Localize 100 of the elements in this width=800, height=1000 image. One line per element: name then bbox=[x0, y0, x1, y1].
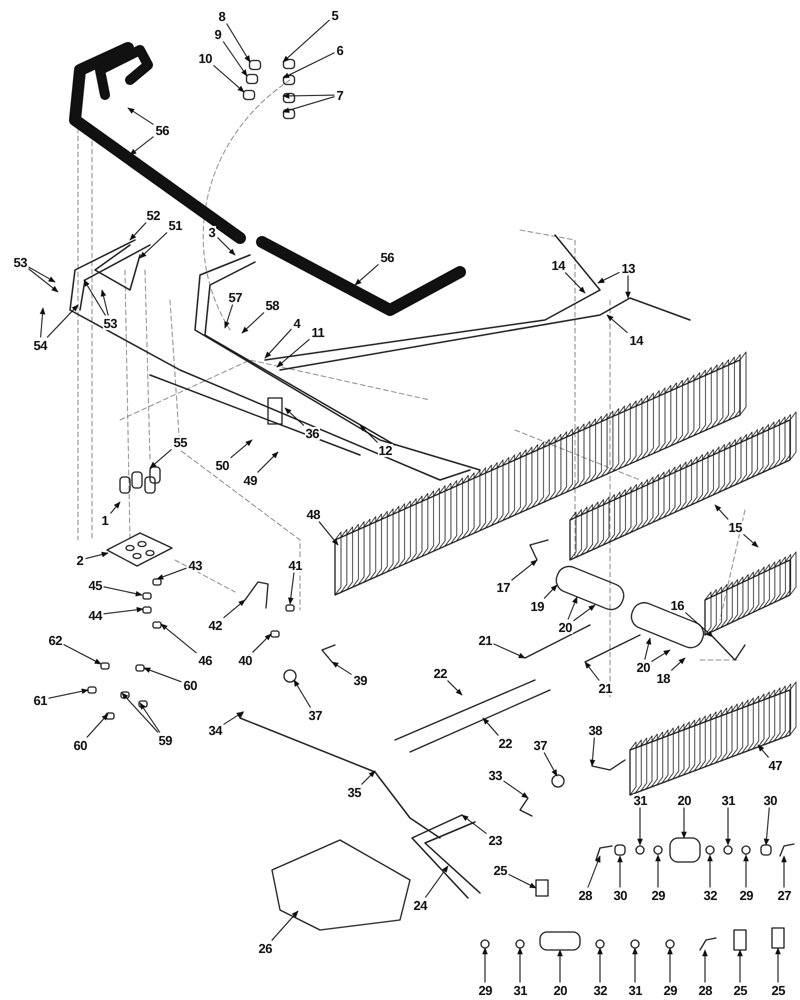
callout-number: 30 bbox=[612, 888, 628, 902]
leader-line bbox=[46, 304, 78, 338]
callout-number: 2 bbox=[76, 554, 84, 566]
callout-number: 37 bbox=[308, 708, 323, 722]
leader-line bbox=[354, 264, 379, 286]
callout-number: 53 bbox=[102, 316, 118, 330]
leader-line bbox=[644, 637, 652, 660]
callout-number: 14 bbox=[550, 258, 566, 272]
leader-line bbox=[103, 607, 144, 614]
callout-number: 29 bbox=[662, 984, 678, 996]
callout-number: 58 bbox=[264, 298, 280, 312]
callout-number: 25 bbox=[732, 984, 748, 996]
leader-line bbox=[224, 304, 234, 329]
callout-number: 46 bbox=[198, 654, 213, 666]
callout-number: 20 bbox=[636, 660, 651, 674]
callout-number: 25 bbox=[492, 864, 508, 876]
leader-line bbox=[684, 612, 714, 638]
leader-line bbox=[424, 865, 448, 898]
leader-line bbox=[63, 644, 102, 664]
leader-line bbox=[276, 338, 310, 368]
leader-line bbox=[252, 634, 272, 653]
leader-line bbox=[84, 279, 106, 316]
leader-line bbox=[461, 814, 487, 834]
callout-number: 19 bbox=[530, 600, 545, 612]
callout-number: 42 bbox=[208, 618, 223, 632]
leader-line bbox=[482, 947, 488, 983]
leader-line bbox=[544, 584, 558, 599]
leader-line bbox=[360, 424, 378, 443]
callout-number: 14 bbox=[628, 334, 644, 346]
leader-line bbox=[48, 688, 89, 699]
leader-line bbox=[587, 855, 600, 888]
leader-line bbox=[617, 855, 623, 888]
leader-line bbox=[702, 949, 708, 983]
callout-number: 40 bbox=[238, 654, 253, 666]
leader-line bbox=[129, 136, 154, 156]
leader-line bbox=[517, 947, 523, 983]
leader-line bbox=[590, 737, 596, 767]
leader-line bbox=[707, 854, 713, 888]
callout-number: 55 bbox=[172, 436, 188, 448]
leader-line bbox=[447, 680, 462, 696]
leader-line bbox=[781, 855, 787, 888]
callout-number: 53 bbox=[12, 256, 28, 268]
callout-number: 24 bbox=[412, 898, 428, 912]
leader-line bbox=[655, 854, 661, 888]
callout-number: 28 bbox=[698, 984, 713, 996]
leader-line bbox=[282, 52, 335, 78]
callout-number: 21 bbox=[598, 682, 613, 694]
leader-line bbox=[606, 314, 628, 334]
callout-number: 29 bbox=[650, 888, 666, 902]
leader-line bbox=[482, 717, 499, 736]
leader-line bbox=[282, 20, 330, 62]
leader-line bbox=[222, 41, 248, 77]
leader-line bbox=[282, 93, 335, 99]
leader-line bbox=[632, 947, 638, 983]
callout-number: 59 bbox=[158, 734, 173, 746]
leader-line bbox=[584, 661, 600, 681]
leader-line bbox=[651, 650, 671, 662]
leader-line bbox=[511, 560, 538, 581]
callout-number: 7 bbox=[336, 88, 344, 102]
leader-line bbox=[86, 713, 108, 738]
leader-line bbox=[557, 949, 563, 983]
leader-line bbox=[40, 307, 46, 338]
leader-line bbox=[257, 452, 278, 473]
callout-number: 28 bbox=[578, 888, 593, 902]
callout-number: 51 bbox=[168, 218, 183, 232]
leader-line bbox=[714, 504, 729, 520]
leader-line bbox=[331, 662, 352, 675]
leader-line bbox=[597, 272, 620, 284]
leader-line bbox=[130, 222, 147, 241]
callout-number: 30 bbox=[762, 794, 778, 806]
callout-number: 50 bbox=[214, 458, 230, 472]
callout-number: 49 bbox=[242, 474, 258, 486]
leader-line bbox=[156, 568, 187, 580]
callout-number: 29 bbox=[478, 984, 493, 996]
callout-number: 12 bbox=[378, 444, 393, 456]
leader-line bbox=[568, 596, 578, 620]
callout-number: 5 bbox=[330, 8, 340, 22]
callout-number: 54 bbox=[32, 338, 48, 352]
callout-number: 16 bbox=[670, 598, 685, 612]
leader-line bbox=[737, 949, 743, 983]
leader-line bbox=[28, 268, 59, 292]
leader-line bbox=[667, 947, 673, 983]
callout-number: 6 bbox=[336, 44, 344, 56]
callout-number: 10 bbox=[198, 52, 213, 64]
callout-number: 56 bbox=[154, 124, 170, 136]
leader-line bbox=[743, 854, 749, 888]
leader-line bbox=[122, 692, 159, 733]
callout-number: 32 bbox=[592, 984, 608, 996]
leader-line bbox=[637, 807, 643, 846]
callout-number: 18 bbox=[656, 672, 671, 684]
leader-line bbox=[213, 64, 245, 92]
leader-line bbox=[597, 947, 603, 983]
callout-number: 27 bbox=[776, 888, 792, 902]
callout-number: 31 bbox=[632, 794, 648, 806]
leader-line bbox=[143, 668, 182, 682]
callout-number: 43 bbox=[188, 558, 203, 572]
leader-line bbox=[564, 272, 586, 294]
leader-line bbox=[100, 289, 109, 316]
callout-number: 52 bbox=[146, 208, 161, 222]
leader-line bbox=[493, 643, 526, 658]
